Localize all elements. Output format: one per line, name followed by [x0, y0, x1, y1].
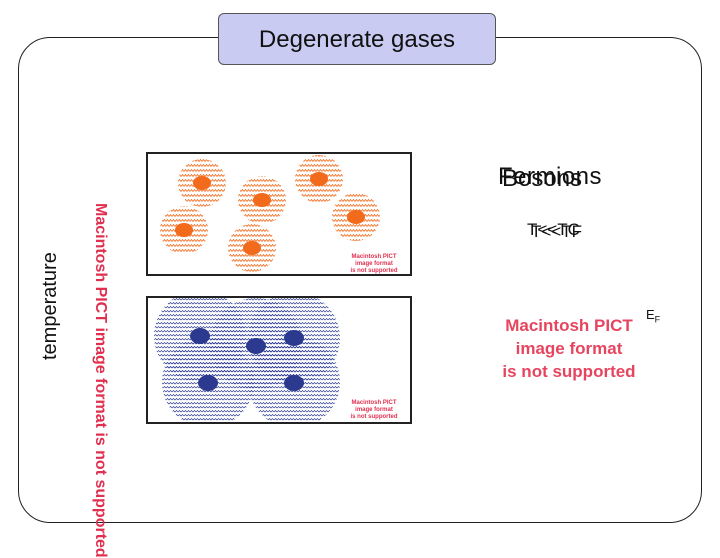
fermion-particles [160, 155, 380, 272]
fermion-particle [253, 193, 271, 207]
condition-fermions: T<<TF [531, 222, 583, 241]
pict-small-line-1: Macintosh PICT [351, 400, 397, 406]
fermion-particle [310, 172, 328, 186]
boson-particles [190, 328, 304, 391]
pict-small-line-2: image format [355, 407, 393, 413]
pict-placeholder-rotated: Macintosh PICT image format is not suppo… [70, 203, 126, 558]
boson-halos [154, 298, 340, 422]
fermions-label: Fermions [498, 163, 603, 190]
boson-gas-illustration [154, 298, 340, 422]
fermi-energy-label: EF [646, 307, 660, 325]
pict-large-line-3: is not supported [502, 362, 636, 381]
fermi-energy-base: E [646, 307, 655, 322]
pict-placeholder-small-bottom: Macintosh PICT image format is not suppo… [344, 400, 404, 421]
pict-small-line-3: is not supported [350, 414, 398, 420]
fermion-gas-illustration [160, 155, 380, 272]
slide-title-text: Degenerate gases [258, 26, 456, 53]
fermi-energy-subscript: F [654, 314, 661, 325]
fermion-gas-box: Macintosh PICT image format is not suppo… [146, 152, 412, 276]
fermion-particle [347, 210, 365, 224]
fermion-particle [193, 176, 211, 190]
pict-placeholder-large: Macintosh PICT image format is not suppo… [492, 314, 646, 383]
boson-particle [190, 328, 210, 344]
condition-bosons: T<<TC [527, 220, 580, 239]
boson-gas-box: Macintosh PICT image format is not suppo… [146, 296, 412, 424]
slide-title: Degenerate gases [218, 13, 496, 65]
boson-particle [198, 375, 218, 391]
fermion-particle [243, 241, 261, 255]
pict-small-line-2: image format [355, 261, 393, 267]
boson-particle [284, 330, 304, 346]
temperature-axis-label: temperature [39, 252, 61, 360]
pict-large-line-1: Macintosh PICT [505, 316, 633, 335]
pict-large-line-2: image format [515, 339, 623, 358]
bosons-label: Bosons [502, 165, 583, 192]
boson-particle [284, 375, 304, 391]
pict-small-line-3: is not supported [350, 268, 398, 274]
pict-placeholder-small-top: Macintosh PICT image format is not suppo… [344, 254, 404, 275]
fermion-particle [175, 223, 193, 237]
pict-placeholder-rotated-text: Macintosh PICT image format is not suppo… [92, 203, 109, 558]
boson-particle [246, 338, 266, 354]
pict-small-line-1: Macintosh PICT [351, 254, 397, 260]
